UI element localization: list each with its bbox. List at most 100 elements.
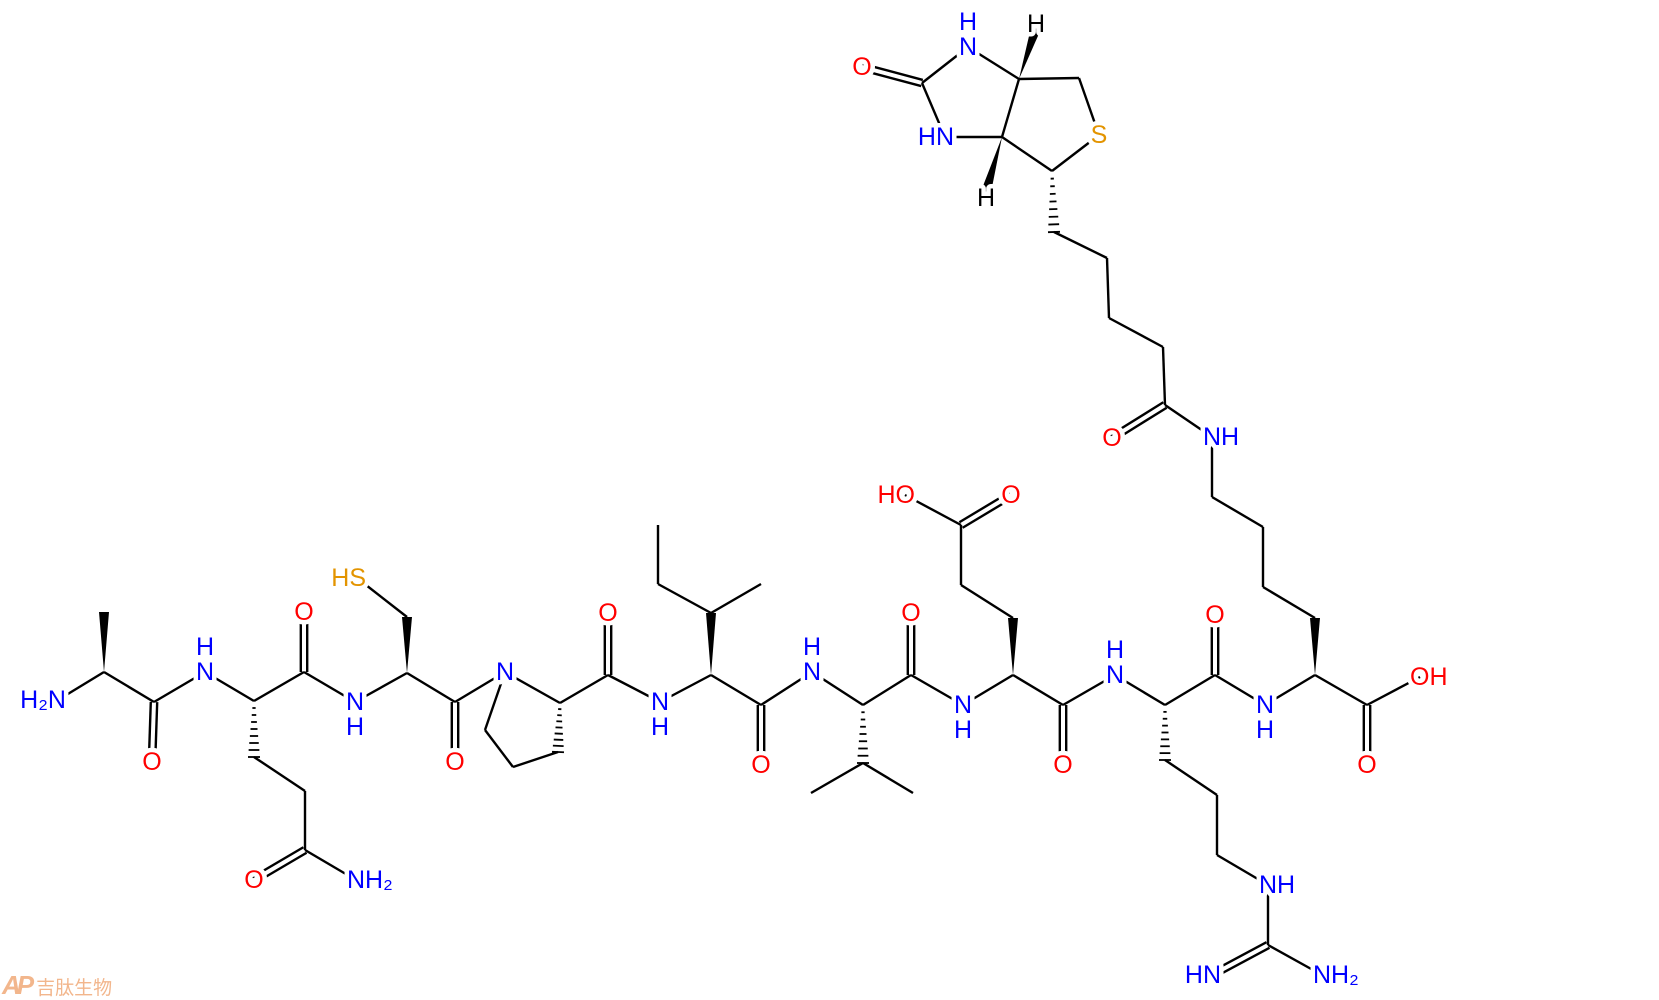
wedge-bond	[706, 613, 716, 675]
single-bond	[607, 673, 661, 704]
double-bond	[153, 702, 159, 763]
atom-label: N	[959, 33, 977, 61]
single-bond	[153, 670, 206, 704]
single-bond	[1164, 404, 1213, 438]
atom-label: OH	[1410, 663, 1448, 691]
bonds	[57, 26, 1421, 979]
atom-label: HO	[878, 481, 916, 509]
atom-label: O	[244, 866, 263, 894]
single-bond	[910, 673, 964, 707]
single-bond	[1053, 230, 1108, 260]
atom-label: HS	[331, 564, 366, 592]
single-bond	[967, 45, 1020, 81]
watermark-text: 吉肽生物	[36, 978, 113, 999]
atom-label: N	[651, 688, 669, 716]
single-bond	[1108, 316, 1164, 349]
atom-label: HN	[1185, 961, 1221, 989]
single-bond	[921, 46, 969, 84]
atom-label: NH₂	[347, 866, 393, 894]
single-bond	[483, 671, 507, 731]
single-bond	[559, 673, 609, 705]
double-bond	[147, 701, 153, 762]
wedge-bond	[99, 612, 109, 672]
atom-label: H	[803, 633, 821, 661]
single-bond	[904, 493, 962, 527]
wedge-bond	[402, 617, 412, 673]
atom-label: O	[1357, 751, 1376, 779]
atom-label: N	[496, 658, 514, 686]
atom-label: H	[1256, 716, 1274, 744]
single-bond	[1264, 673, 1316, 707]
atom-label: HN	[918, 123, 954, 151]
single-bond	[1001, 136, 1053, 172]
single-bond	[1216, 853, 1269, 887]
single-bond	[406, 671, 456, 704]
double-bond	[1209, 941, 1268, 974]
atom-label: O	[1001, 481, 1020, 509]
double-bond	[958, 491, 1010, 524]
single-bond	[356, 577, 408, 618]
atom-label: NH₂	[1313, 961, 1359, 989]
atom-label: O	[1053, 751, 1072, 779]
atom-label: H	[196, 633, 214, 661]
atom-label: H₂N	[20, 686, 66, 714]
atom-label: H	[651, 713, 669, 741]
single-bond	[1051, 134, 1100, 172]
single-bond	[1366, 675, 1421, 707]
wedge-bond	[1008, 618, 1018, 675]
single-bond	[810, 761, 864, 795]
wedge-bond	[981, 137, 1002, 194]
double-bond	[1212, 946, 1271, 979]
single-bond	[512, 750, 559, 769]
single-bond	[354, 671, 408, 704]
atom-label: O	[852, 53, 871, 81]
single-bond	[862, 761, 914, 795]
single-bond	[862, 673, 912, 707]
single-bond	[253, 670, 305, 703]
single-bond	[504, 670, 561, 705]
atom-label: O	[1102, 424, 1121, 452]
double-bond	[1113, 406, 1168, 442]
single-bond	[1161, 346, 1167, 406]
atom-label: NH	[1259, 871, 1295, 899]
atom-label: N	[1106, 661, 1124, 689]
single-bond	[1105, 257, 1111, 319]
atom-label: O	[294, 598, 313, 626]
single-bond	[1077, 77, 1101, 136]
atom-label: O	[1205, 601, 1224, 629]
single-bond	[1214, 673, 1266, 707]
double-bond	[1109, 401, 1164, 437]
atom-label: H	[1106, 636, 1124, 664]
atom-label: N	[1256, 691, 1274, 719]
double-bond	[860, 68, 922, 88]
atom-label: H	[346, 713, 364, 741]
single-bond	[1262, 585, 1316, 620]
single-bond	[1164, 759, 1218, 796]
single-bond	[1012, 673, 1064, 707]
single-bond	[760, 670, 813, 707]
atom-label: H	[977, 184, 995, 212]
atom-label: H	[959, 8, 977, 36]
single-bond	[1267, 943, 1323, 977]
atom-label: S	[1091, 121, 1108, 149]
watermark-logo-mark: AP	[2, 970, 34, 1000]
single-bond	[1062, 673, 1116, 707]
single-bond	[1018, 76, 1080, 81]
single-bond	[1114, 673, 1166, 707]
single-bond	[710, 673, 762, 707]
single-bond	[1314, 673, 1368, 707]
single-bond	[253, 756, 306, 792]
double-bond	[255, 851, 308, 884]
atom-label: O	[901, 599, 920, 627]
atom-label: H	[954, 716, 972, 744]
single-bond	[657, 582, 712, 615]
single-bond	[304, 848, 357, 882]
atom-label: N	[346, 688, 364, 716]
wedge-bond	[1019, 26, 1041, 79]
atom-label: NH	[1203, 423, 1239, 451]
double-bond	[862, 62, 924, 82]
single-bond	[920, 82, 947, 138]
